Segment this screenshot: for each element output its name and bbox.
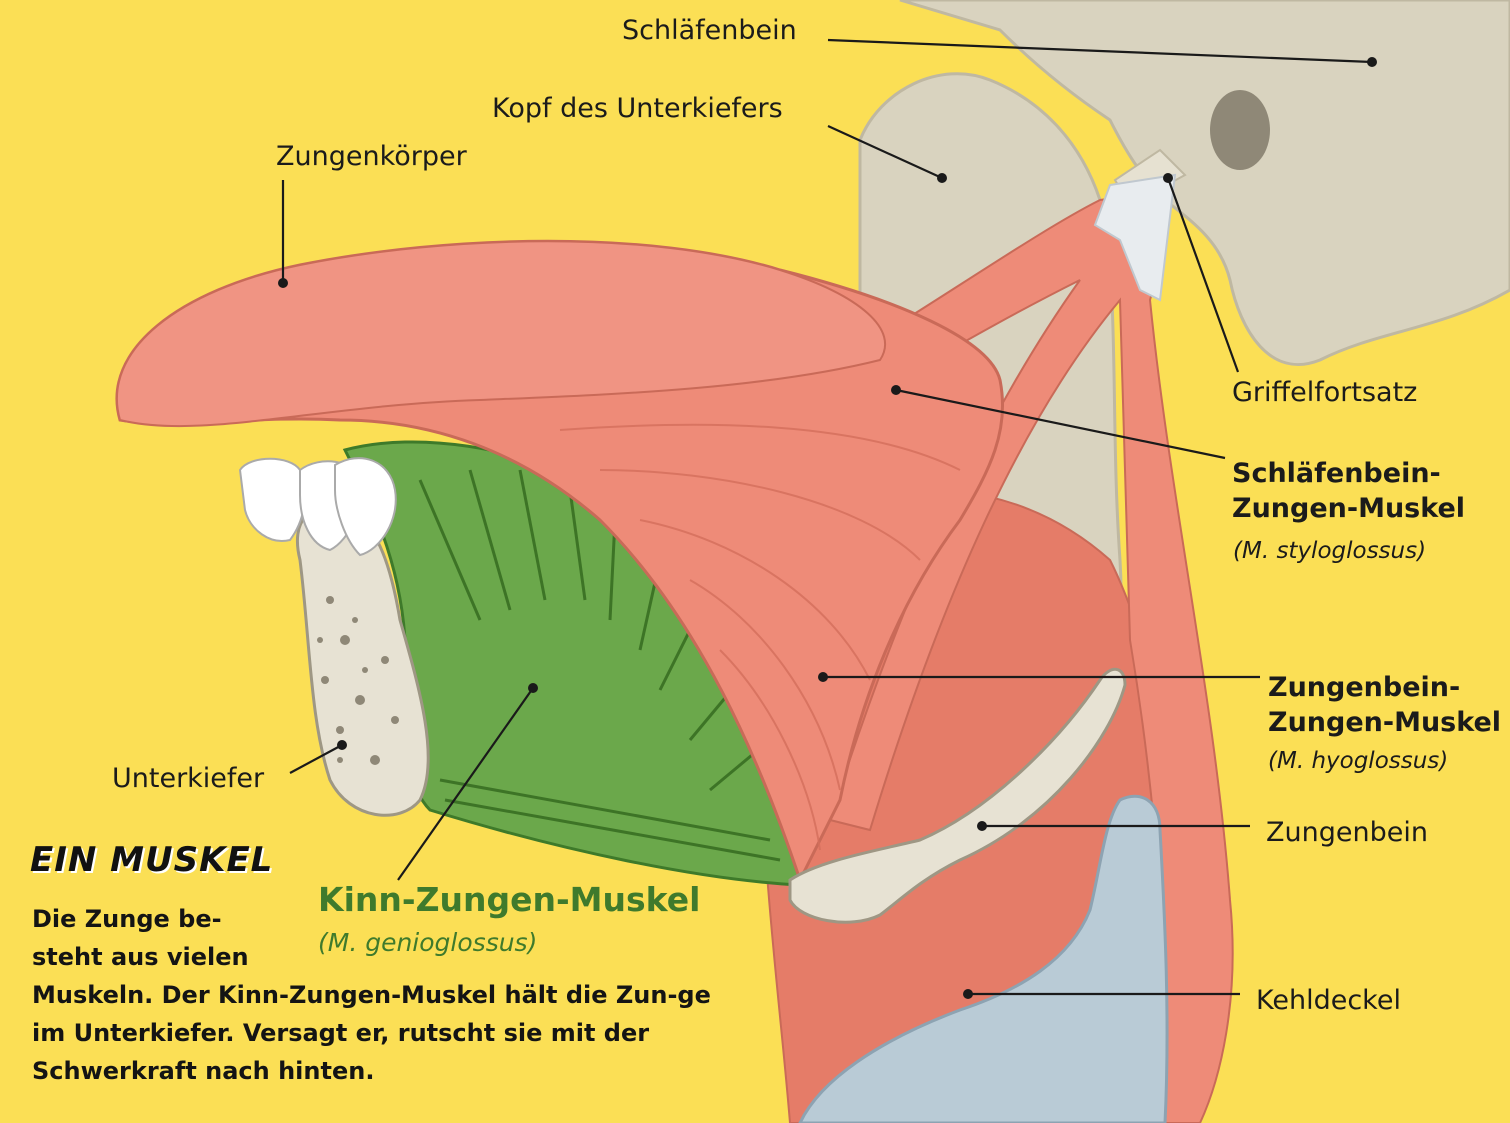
infobox-text-rest: Muskeln. Der Kinn-Zungen-Muskel hält die…: [32, 981, 711, 1085]
label-zungenkoerper: Zungenkörper: [276, 140, 467, 174]
label-hyoglossus: Zungenbein- Zungen-Muskel: [1268, 670, 1501, 740]
label-styloglossus-latin: (M. styloglossus): [1233, 536, 1426, 566]
label-kehldeckel: Kehldeckel: [1256, 984, 1401, 1018]
label-unterkiefer: Unterkiefer: [112, 762, 264, 796]
infobox-text-lead: Die Zunge be-steht aus vielen: [32, 900, 282, 976]
label-kopf-des-unterkiefers: Kopf des Unterkiefers: [492, 92, 783, 126]
label-hyoglossus-latin: (M. hyoglossus): [1268, 746, 1448, 776]
infobox-title: EIN MUSKEL: [30, 840, 273, 880]
label-zungenbein: Zungenbein: [1266, 816, 1428, 850]
label-styloglossus: Schläfenbein- Zungen-Muskel: [1232, 456, 1465, 526]
label-griffelfortsatz: Griffelfortsatz: [1232, 376, 1417, 410]
label-schlaefenbein: Schläfenbein: [622, 14, 797, 48]
incisor-tooth: [240, 459, 305, 541]
infobox-text: Die Zunge be-steht aus vielen Muskeln. D…: [32, 900, 752, 1090]
ear-canal: [1210, 90, 1270, 170]
